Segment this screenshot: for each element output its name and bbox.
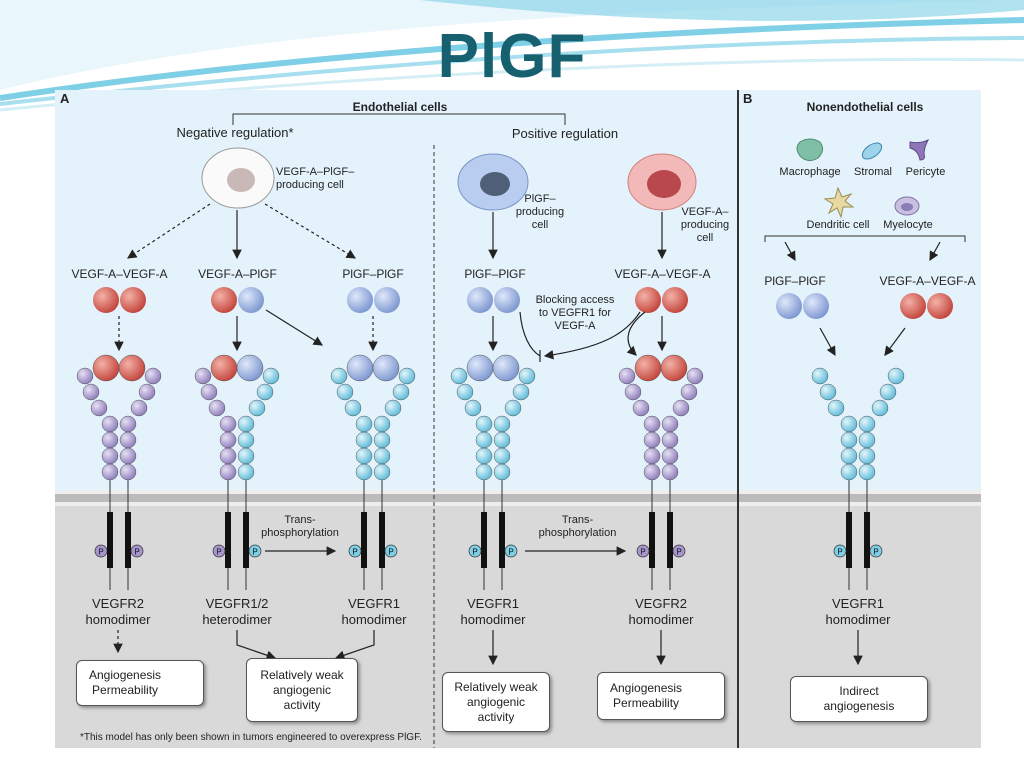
positive-regulation-label: Positive regulation [511, 126, 619, 141]
svg-text:P: P [837, 548, 842, 557]
vegfa-plgf-producing-cell [201, 147, 275, 209]
svg-text:P: P [472, 548, 477, 557]
header-waves [0, 0, 1024, 112]
myelocyte-icon [894, 196, 920, 216]
endothelial-header: Endothelial cells [352, 100, 448, 114]
outcome-text-2: Relatively weak angiogenic activity [260, 667, 344, 712]
outcome-box-1: Angiogenesis Permeability [76, 660, 204, 706]
transphosphorylation-label-2: Trans- phosphorylation [538, 514, 617, 539]
svg-text:P: P [134, 548, 139, 557]
outcome-box-3: Relatively weak angiogenic activity [442, 672, 550, 732]
ligand-label-2: VEGF-A–PlGF [198, 267, 277, 281]
receptor-dimer-6 [811, 367, 905, 512]
blocking-access-label: Blocking access to VEGFR1 for VEGF-A [535, 294, 615, 332]
footnote: *This model has only been shown in tumor… [80, 732, 422, 743]
outcome-box-b: Indirect angiogenesis [790, 676, 928, 722]
negative-regulation-label: Negative regulation* [176, 125, 294, 140]
nonendothelial-header: Nonendothelial cells [806, 100, 924, 114]
outcome-text-3: Relatively weak angiogenic activity [454, 679, 538, 724]
cell-label-plgf: PlGF– producing cell [515, 193, 565, 231]
stromal-icon [861, 142, 883, 160]
svg-text:P: P [388, 548, 393, 557]
panel-b-background [739, 90, 981, 490]
ligand-vegfa-vegfa-1 [93, 287, 146, 313]
ligand-vegfa-vegfa-2 [635, 287, 688, 313]
plgf-producing-cell [457, 153, 529, 211]
cell-label-vegfa-plgf: VEGF-A–PlGF– producing cell [276, 166, 355, 191]
ligand-label-b2: VEGF-A–VEGF-A [879, 274, 976, 288]
svg-text:P: P [352, 548, 357, 557]
outcome-text-b: Indirect angiogenesis [823, 684, 895, 713]
receptor-dimer-4 [450, 354, 536, 512]
ligand-vegfa-plgf [211, 287, 264, 313]
ligand-label-3: PlGF–PlGF [342, 267, 404, 281]
ligand-vegfa-vegfa-b [900, 293, 953, 319]
receptor-label-3: VEGFR1 homodimer [341, 596, 407, 627]
svg-text:P: P [676, 548, 681, 557]
receptor-dimer-3 [330, 354, 416, 512]
ligand-label-4: PlGF–PlGF [464, 267, 526, 281]
dendritic-cell-icon [823, 186, 855, 219]
receptor-dimer-1 [76, 354, 162, 512]
svg-text:P: P [640, 548, 645, 557]
svg-text:P: P [98, 548, 103, 557]
outcome-text-1: Angiogenesis Permeability [89, 668, 162, 697]
receptor-label-1: VEGFR2 homodimer [85, 596, 151, 627]
panel-a-background [55, 90, 737, 490]
transphosphorylation-label-1: Trans- phosphorylation [261, 514, 339, 539]
svg-text:P: P [508, 548, 513, 557]
cell-label-vegfa: VEGF-A– producing cell [680, 206, 730, 244]
vegfa-producing-cell [627, 153, 697, 211]
receptor-dimer-2 [194, 354, 280, 512]
outcome-text-4: Angiogenesis Permeability [610, 681, 683, 710]
cell-name-dendritic: Dendritic cell [806, 219, 870, 231]
panel-b-letter: B [743, 91, 753, 106]
ligand-label-b1: PlGF–PlGF [764, 274, 826, 288]
receptor-dimer-5 [618, 354, 704, 512]
cell-name-macrophage: Macrophage [779, 166, 841, 178]
receptor-label-4: VEGFR1 homodimer [460, 596, 526, 627]
ligand-plgf-plgf-1 [347, 287, 400, 313]
ligand-label-1: VEGF-A–VEGF-A [71, 267, 168, 281]
ligand-plgf-plgf-b [776, 293, 829, 319]
svg-text:P: P [216, 548, 221, 557]
ligand-plgf-plgf-2 [467, 287, 520, 313]
pericyte-icon [909, 138, 930, 161]
receptor-label-5: VEGFR2 homodimer [628, 596, 694, 627]
cell-name-stromal: Stromal [854, 166, 892, 178]
page-title: PlGF [437, 22, 587, 91]
ligand-label-5: VEGF-A–VEGF-A [614, 267, 711, 281]
macrophage-icon [796, 138, 824, 162]
outcome-box-4: Angiogenesis Permeability [597, 672, 725, 720]
svg-text:P: P [873, 548, 878, 557]
cell-name-myelocyte: Myelocyte [883, 219, 933, 231]
svg-text:P: P [252, 548, 257, 557]
outcome-box-2: Relatively weak angiogenic activity [246, 658, 358, 722]
cell-name-pericyte: Pericyte [905, 166, 946, 178]
receptor-label-b: VEGFR1 homodimer [825, 596, 891, 627]
panel-a-letter: A [60, 91, 70, 106]
receptor-label-2: VEGFR1/2 heterodimer [202, 596, 272, 627]
